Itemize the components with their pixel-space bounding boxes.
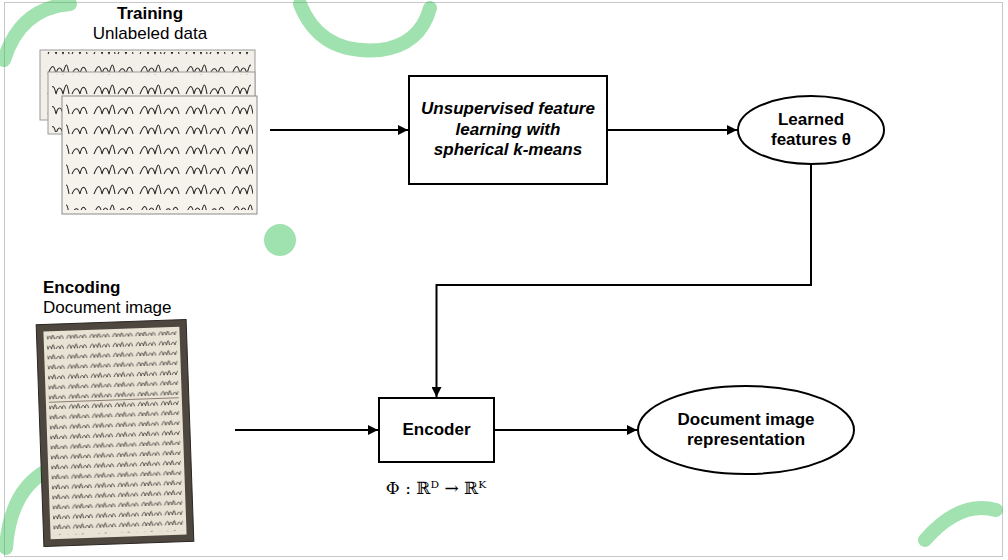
- output-ellipse: Learned features θ: [737, 95, 885, 165]
- watermark: [4, 4, 996, 548]
- training-pages: [40, 50, 257, 214]
- section-heading: Training: [117, 4, 183, 24]
- section-subheading: Unlabeled data: [93, 24, 207, 44]
- flow-arrow: [270, 129, 408, 131]
- node-label: Unsupervised feature learning with spher…: [418, 99, 598, 160]
- node-label: Encoder: [402, 420, 470, 440]
- output-ellipse: Document image representation: [637, 385, 855, 475]
- encoder-box: Encoder: [378, 397, 495, 463]
- encoder-formula: Φ : ℝᴰ → ℝᴷ: [386, 478, 486, 498]
- node-label: Learned features θ: [758, 110, 865, 151]
- process-box: Unsupervised feature learning with spher…: [408, 75, 608, 185]
- flow-arrow: [495, 429, 637, 431]
- document-page: [36, 319, 194, 546]
- flow-arrow: [235, 429, 378, 431]
- flow-arrow: [608, 129, 737, 131]
- node-label: Document image representation: [668, 410, 825, 451]
- ellipse-outline: [638, 386, 854, 474]
- section-heading: Encoding: [43, 278, 120, 298]
- ellipse-outline: [738, 96, 884, 164]
- document-panel: EncodingDocument image: [15, 278, 235, 550]
- training-data-panel: TrainingUnlabeled data: [30, 4, 270, 216]
- figure-border: [5, 3, 1003, 557]
- flow-arrow: [437, 165, 812, 397]
- section-subheading: Document image: [43, 298, 172, 318]
